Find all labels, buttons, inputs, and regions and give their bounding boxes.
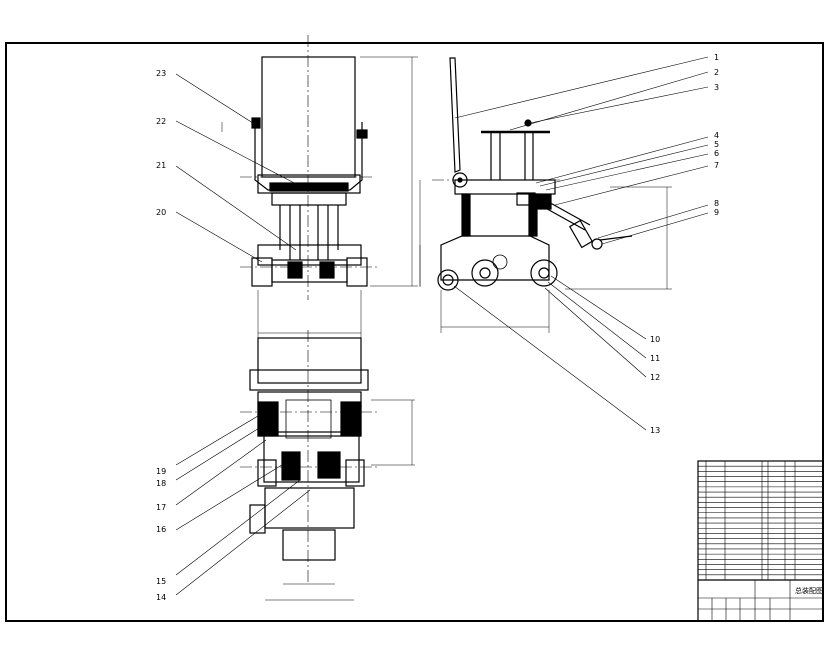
balloon-8: 8 — [714, 199, 719, 208]
balloon-21: 21 — [156, 161, 166, 170]
top-view — [240, 330, 415, 601]
balloon-2: 2 — [714, 68, 719, 77]
drawing-title: 总装配图 — [795, 586, 823, 595]
balloon-22: 22 — [156, 117, 166, 126]
balloon-13: 13 — [650, 426, 660, 435]
balloon-1: 1 — [714, 53, 719, 62]
balloon-18: 18 — [156, 479, 166, 488]
balloon-19: 19 — [156, 467, 166, 476]
balloon-4: 4 — [714, 131, 719, 140]
balloon-labels: 23 22 21 20 1 2 3 4 5 6 7 8 9 10 11 12 1… — [156, 53, 719, 602]
balloon-16: 16 — [156, 525, 166, 534]
balloon-15: 15 — [156, 577, 166, 586]
balloon-9: 9 — [714, 208, 719, 217]
balloon-23: 23 — [156, 69, 166, 78]
balloon-17: 17 — [156, 503, 166, 512]
side-view — [419, 57, 672, 333]
sheet-border — [5, 42, 824, 622]
balloon-12: 12 — [650, 373, 660, 382]
balloon-14: 14 — [156, 593, 166, 602]
balloon-11: 11 — [650, 354, 660, 363]
balloon-10: 10 — [650, 335, 660, 344]
leader-lines — [175, 56, 709, 596]
balloon-3: 3 — [714, 83, 719, 92]
balloon-7: 7 — [714, 161, 719, 170]
balloon-6: 6 — [714, 149, 719, 158]
parts-list-table — [697, 460, 824, 622]
front-view — [221, 35, 421, 338]
balloon-5: 5 — [714, 140, 719, 149]
balloon-20: 20 — [156, 208, 166, 217]
